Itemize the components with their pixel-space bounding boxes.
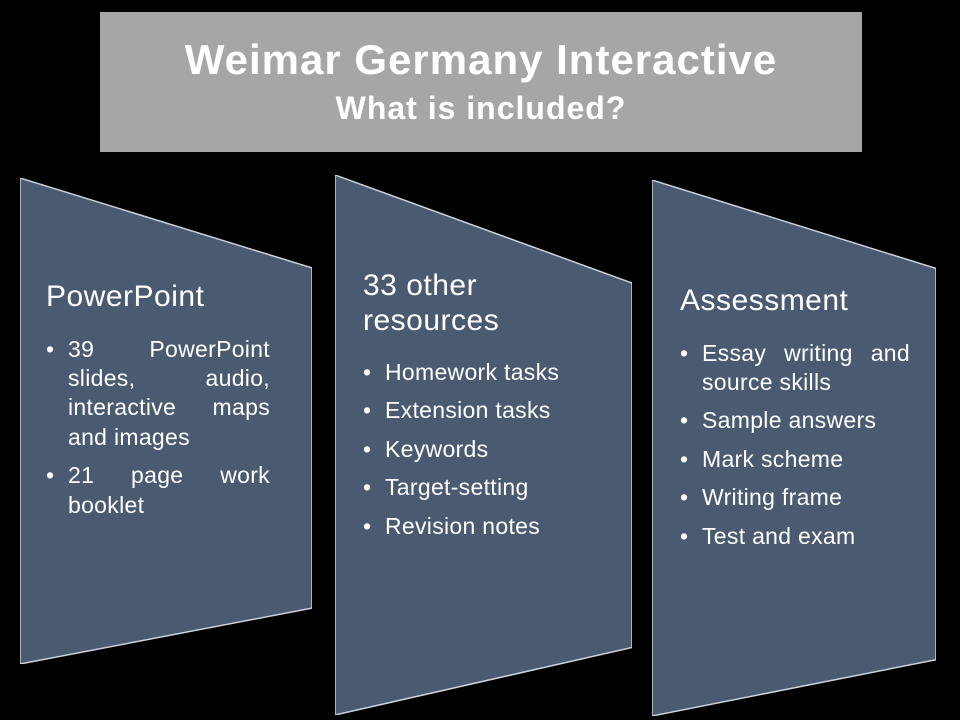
bullet-item: Revision notes: [363, 512, 602, 542]
bullet-item: Writing frame: [680, 483, 910, 513]
bullet-item: Keywords: [363, 435, 602, 465]
slide-title: Weimar Germany Interactive: [184, 36, 778, 84]
slide-subtitle: What is included?: [335, 89, 627, 126]
column-heading: 33 other resources: [363, 269, 500, 337]
powerpoint-column: PowerPoint 39 PowerPoint slides, audio, …: [20, 178, 312, 664]
bullet-item: Mark scheme: [680, 445, 910, 475]
bullet-item: 39 PowerPoint slides, audio, interactive…: [46, 335, 270, 453]
bullet-item: Homework tasks: [363, 358, 602, 388]
bullet-list: Essay writing and source skills Sample a…: [680, 339, 910, 552]
column-heading: PowerPoint: [46, 280, 205, 313]
powerpoint-column-content: PowerPoint 39 PowerPoint slides, audio, …: [20, 178, 312, 520]
column-heading: Assessment: [680, 284, 849, 317]
bullet-list: Homework tasks Extension tasks Keywords …: [363, 358, 602, 542]
bullet-item: 21 page work booklet: [46, 461, 270, 520]
assessment-column: Assessment Essay writing and source skil…: [652, 180, 936, 716]
bullet-item: Extension tasks: [363, 396, 602, 426]
bullet-item: Test and exam: [680, 522, 910, 552]
title-box: Weimar Germany Interactive What is inclu…: [100, 12, 862, 152]
bullet-item: Essay writing and source skills: [680, 339, 910, 398]
bullet-item: Target-setting: [363, 473, 602, 503]
resources-column-content: 33 other resources Homework tasks Extens…: [335, 175, 632, 542]
bullet-list: 39 PowerPoint slides, audio, interactive…: [46, 335, 270, 521]
bullet-item: Sample answers: [680, 406, 910, 436]
resources-column: 33 other resources Homework tasks Extens…: [335, 175, 632, 715]
assessment-column-content: Assessment Essay writing and source skil…: [652, 180, 936, 552]
